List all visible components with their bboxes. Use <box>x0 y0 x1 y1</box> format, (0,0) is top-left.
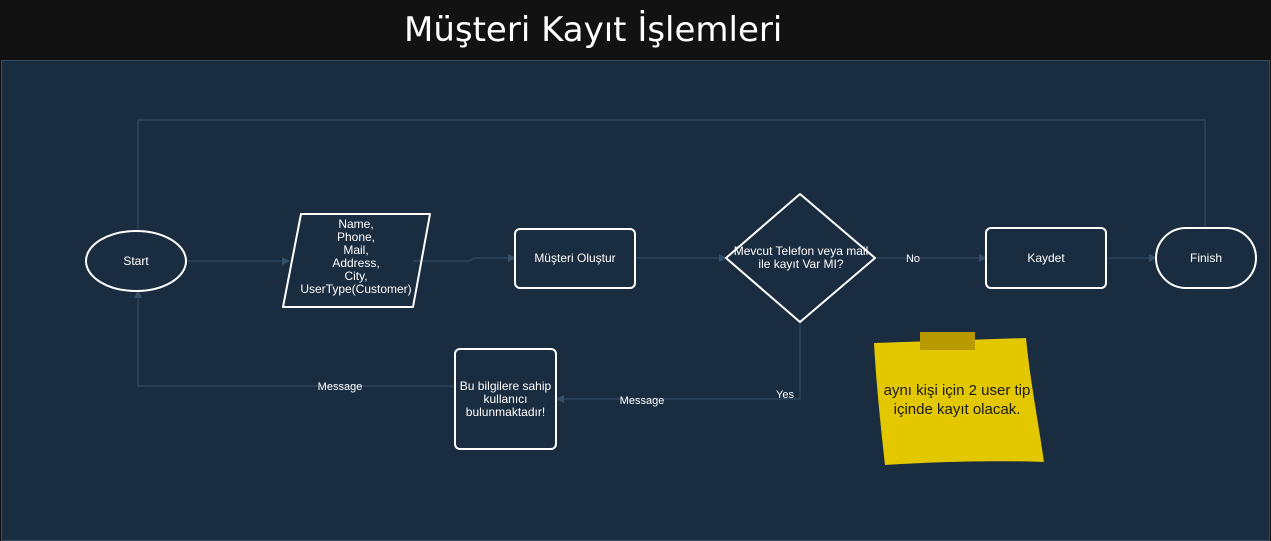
decision-node[interactable] <box>725 193 876 323</box>
edge-label-message-left: Message <box>317 381 363 393</box>
start-node[interactable] <box>85 230 187 292</box>
sticky-note-line-1: aynı kişi için 2 user tip <box>883 382 1031 399</box>
sticky-note[interactable] <box>874 332 1044 465</box>
diagram-canvas[interactable] <box>1 60 1270 541</box>
create-node[interactable] <box>514 228 636 289</box>
start-label: Start <box>123 254 149 268</box>
sticky-note-text: aynı kişi için 2 user tip içinde kayıt o… <box>872 381 1042 419</box>
save-node[interactable] <box>985 227 1107 289</box>
edge-input-create[interactable] <box>413 254 516 262</box>
connectors <box>134 119 1206 403</box>
decision-label: Mevcut Telefon veya mail ile kayıt Var M… <box>726 245 876 271</box>
finish-node[interactable] <box>1155 227 1257 289</box>
message-box-label: Bu bilgilere sahip kullanıcı bulunmaktad… <box>455 380 556 419</box>
create-label: Müşteri Oluştur <box>534 251 616 265</box>
sticky-note-line-2: içinde kayıt olacak. <box>893 401 1021 418</box>
input-label: Name, Phone, Mail, Address, City, UserTy… <box>286 218 426 296</box>
input-node[interactable] <box>282 213 431 308</box>
edge-message-start[interactable] <box>134 290 455 387</box>
input-field-city: City, <box>344 269 368 283</box>
input-field-usertype: UserType(Customer) <box>300 282 412 296</box>
input-field-address: Address, <box>332 256 380 270</box>
sticky-note-tape <box>920 332 975 350</box>
decision-line-2: ile kayıt Var MI? <box>758 257 844 271</box>
message-box-line-2: kullanıcı <box>483 392 528 406</box>
message-box-line-1: Bu bilgilere sahip <box>459 379 552 393</box>
message-box-node[interactable] <box>454 348 557 450</box>
sticky-note-body <box>874 338 1044 465</box>
input-field-phone: Phone, <box>336 230 376 244</box>
input-field-name: Name, <box>338 217 374 231</box>
edge-label-message-right: Message <box>619 395 665 407</box>
edge-label-yes: Yes <box>776 389 794 401</box>
save-label: Kaydet <box>1027 251 1065 265</box>
input-field-mail: Mail, <box>343 243 369 257</box>
decision-line-1: Mevcut Telefon veya mail <box>733 244 869 258</box>
title-bar: Müşteri Kayıt İşlemleri <box>0 0 1271 60</box>
edge-label-no: No <box>905 253 921 265</box>
edge-finish-loop-top[interactable] <box>137 119 1206 231</box>
edge-decision-yes[interactable] <box>556 322 801 403</box>
finish-label: Finish <box>1189 251 1222 265</box>
page-title: Müşteri Kayıt İşlemleri <box>404 10 783 50</box>
message-box-line-3: bulunmaktadır! <box>465 405 546 419</box>
